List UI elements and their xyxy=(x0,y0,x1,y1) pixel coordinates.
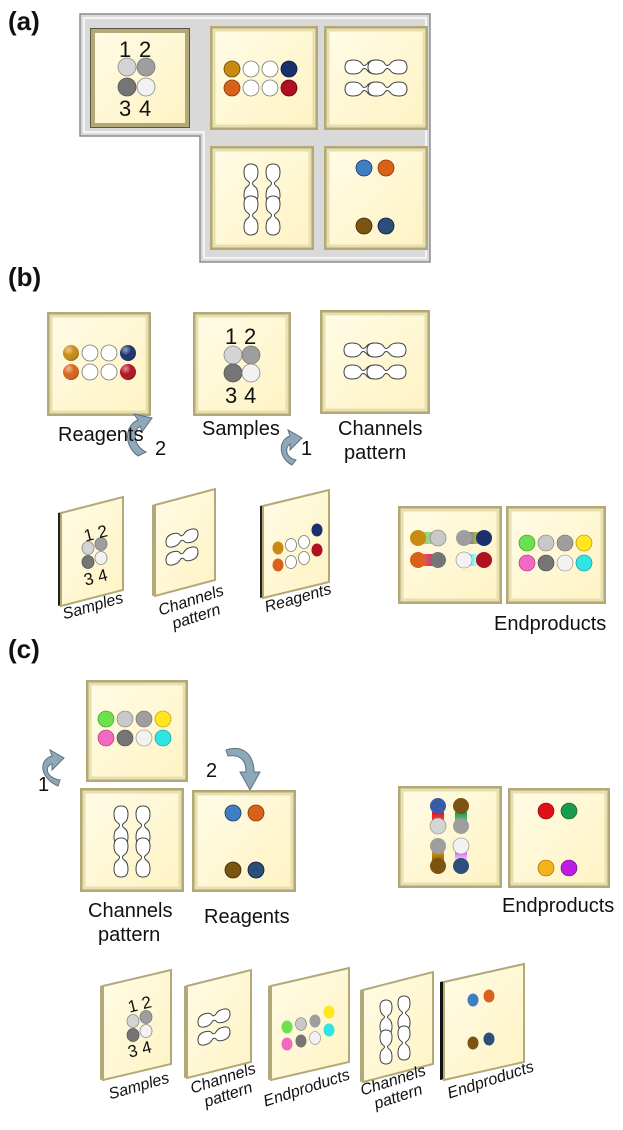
caption-endproducts: Endproducts xyxy=(494,613,607,635)
sample-number-4: 4 xyxy=(244,383,257,408)
caption-channels-line1: Channels xyxy=(88,900,173,922)
tile-a-channels-vertical xyxy=(210,146,314,250)
tile-b-endproducts xyxy=(506,506,606,604)
rotate-arrow-2 xyxy=(225,748,261,792)
channel-shape xyxy=(367,59,408,75)
panel-label-c: (c) xyxy=(8,634,40,664)
sample-number-2: 2 xyxy=(139,37,152,62)
tile-c-reagents xyxy=(192,790,296,892)
tile-c-endproducts xyxy=(508,788,610,888)
caption-samples: Samples xyxy=(202,418,280,440)
caption-channels-line2: pattern xyxy=(344,442,407,464)
tile-b-channels xyxy=(320,310,430,414)
tile-a-channels xyxy=(324,26,428,130)
step-number-2: 2 xyxy=(206,760,218,782)
sample-number-1: 1 xyxy=(225,324,238,349)
skewed-tile-c-samples xyxy=(100,968,172,1082)
step-number-1: 1 xyxy=(301,438,313,460)
caption-endproducts: Endproducts xyxy=(502,895,615,917)
rotate-arrow-1 xyxy=(42,748,65,787)
tile-a-samples xyxy=(90,28,190,128)
sample-number-3: 3 xyxy=(225,383,238,408)
reagent-gold xyxy=(223,60,241,78)
sample-number-2: 2 xyxy=(244,324,257,349)
step-number-1: 1 xyxy=(38,774,50,796)
panel-a xyxy=(79,13,431,263)
sample-well-1 xyxy=(117,57,137,77)
panel-c xyxy=(42,680,610,1084)
sample-well-2 xyxy=(136,57,156,77)
panel-label-a: (a) xyxy=(8,6,40,36)
skewed-tile-samples xyxy=(58,495,124,608)
tile-a-reagents xyxy=(210,26,318,130)
channel-shape xyxy=(367,81,408,97)
sample-well-4 xyxy=(136,77,156,97)
caption-channels-line2: pattern xyxy=(98,924,161,946)
tile-c-channels xyxy=(80,788,184,892)
skewed-tile-c-endproducts xyxy=(268,966,350,1082)
sample-number-3: 3 xyxy=(119,96,132,121)
panel-label-b: (b) xyxy=(8,262,42,292)
sample-number-1: 1 xyxy=(119,37,132,62)
skewed-tile-c-channels-vertical xyxy=(360,970,434,1084)
tile-b-samples xyxy=(193,312,291,416)
caption-channels-line1: Channels xyxy=(338,418,423,440)
panel-b xyxy=(47,310,606,608)
skewed-tile-reagents xyxy=(260,488,330,600)
reagent-orange xyxy=(223,79,241,97)
step-number-2: 2 xyxy=(155,438,167,460)
tile-b-reagents xyxy=(47,312,151,416)
tile-c-endproducts-eight xyxy=(86,680,188,782)
skewed-tile-c-channels xyxy=(184,968,252,1080)
skewed-tile-channels xyxy=(152,487,216,598)
caption-reagents: Reagents xyxy=(204,906,290,928)
skewed-tile-c-reagents xyxy=(440,962,525,1082)
sample-number-4: 4 xyxy=(139,96,152,121)
reagent-crimson xyxy=(280,79,298,97)
caption-reagents: Reagents xyxy=(58,424,144,446)
tile-b-mixing xyxy=(398,506,502,604)
tile-a-reagents-four xyxy=(324,146,428,250)
sample-well-3 xyxy=(117,77,137,97)
reagent-navy xyxy=(280,60,298,78)
rotate-arrow-1 xyxy=(280,428,303,466)
rotate-arrow-2 xyxy=(127,413,153,457)
tile-c-mixing xyxy=(398,786,502,888)
